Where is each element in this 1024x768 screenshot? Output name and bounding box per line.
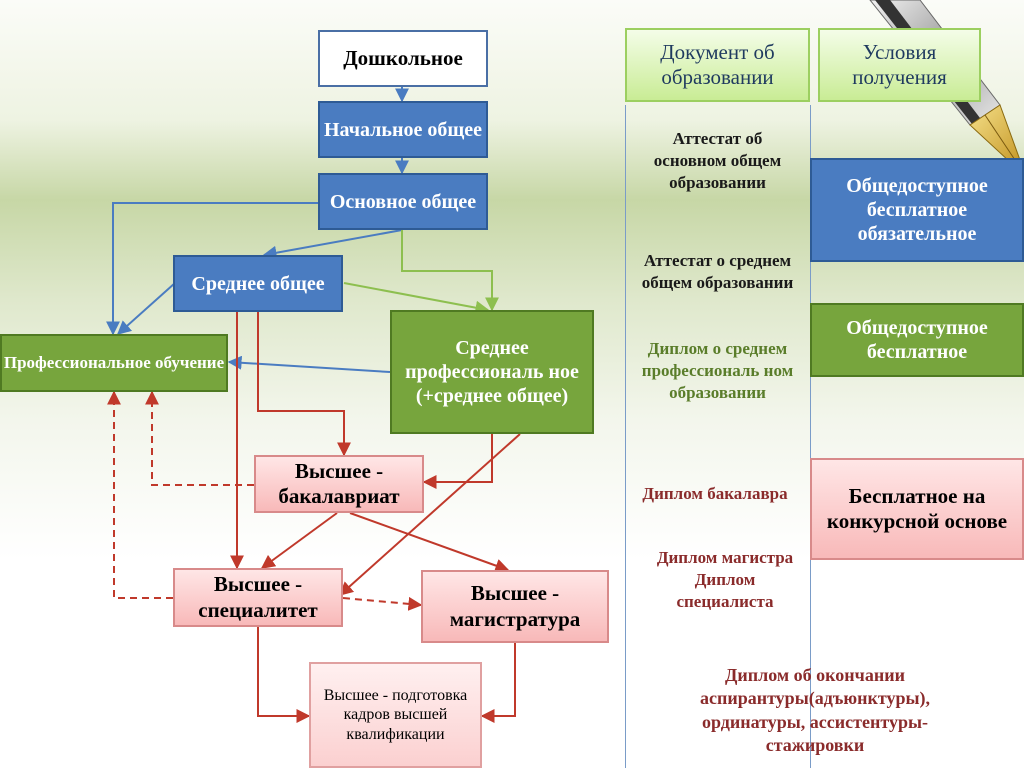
secondary-vocational-box: Среднее профессиональ ное (+среднее обще… [390, 310, 594, 434]
document-header: Документ об образовании [625, 28, 810, 102]
doc-bachelor-diploma: Диплом бакалавра [642, 484, 788, 503]
master-box: Высшее - магистратура [421, 570, 609, 643]
basic-general-box: Основное общее [318, 173, 488, 230]
secondary-general-box: Среднее общее [173, 255, 343, 312]
condition-free: Общедоступное бесплатное [810, 303, 1024, 377]
primary-general-box: Начальное общее [318, 101, 488, 158]
doc-secondary-certificate: Аттестат о среднем общем образовании [641, 251, 794, 293]
postgraduate-box: Высшее - подготовка кадров высшей квалиф… [309, 662, 482, 768]
vocational-training-box: Профессиональное обучение [0, 334, 228, 392]
divider-left [625, 105, 626, 768]
doc-basic-certificate: Аттестат об основном общем образовании [653, 129, 782, 193]
bachelor-box: Высшее - бакалавриат [254, 455, 424, 513]
doc-vocational-diploma: Диплом о среднем профессиональ ном образ… [641, 339, 794, 403]
condition-free-mandatory: Общедоступное бесплатное обязательное [810, 158, 1024, 262]
doc-postgraduate-diploma: Диплом об окончании аспирантуры(адъюнкту… [699, 665, 931, 756]
divider-right [810, 105, 811, 768]
specialist-box: Высшее - специалитет [173, 568, 343, 627]
condition-competitive: Бесплатное на конкурсной основе [810, 458, 1024, 560]
conditions-header: Условия получения [818, 28, 981, 102]
preschool-box: Дошкольное [318, 30, 488, 87]
doc-master-specialist-diploma: Диплом магистра Диплом специалиста [656, 548, 794, 612]
